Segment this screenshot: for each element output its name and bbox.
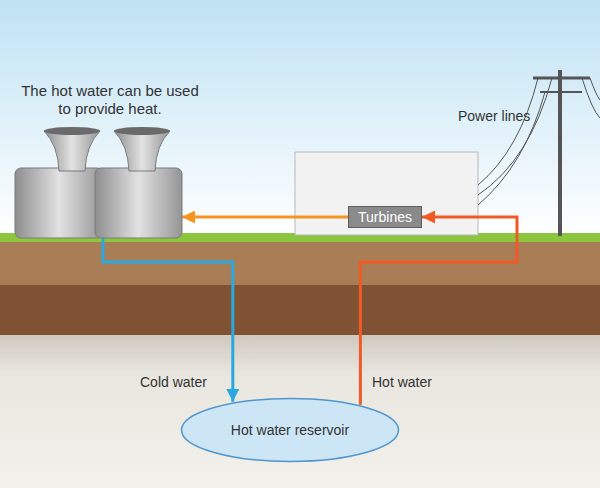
power-house	[295, 152, 478, 235]
heat-note: The hot water can be used to provide hea…	[15, 82, 205, 118]
flow-label: Cold water	[140, 374, 207, 390]
cooling-towers	[15, 127, 182, 238]
topsoil	[0, 241, 600, 287]
water-pipe	[103, 238, 233, 402]
power-lines-label: Power lines	[458, 108, 530, 124]
turbine-box: Turbines	[348, 206, 422, 228]
bedrock	[0, 335, 600, 488]
water-pipe	[360, 217, 517, 405]
turbine-label: Turbines	[358, 209, 412, 225]
power-pole	[478, 70, 600, 236]
flow-label: Hot water	[372, 374, 432, 390]
subsoil	[0, 285, 600, 335]
reservoir-label: Hot water reservoir	[231, 422, 349, 438]
water-pipe	[182, 216, 348, 219]
heat-plant: The hot water can be used to provide hea…	[15, 127, 182, 238]
reservoir-ellipse: Hot water reservoir	[180, 397, 400, 463]
sky	[0, 0, 600, 238]
